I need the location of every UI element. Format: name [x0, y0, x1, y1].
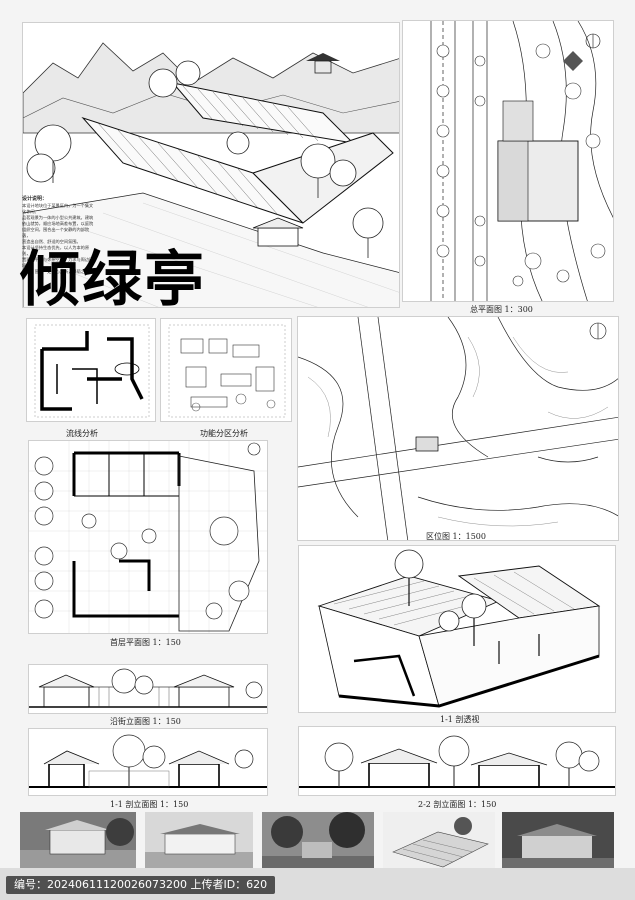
section-2-2-drawing [298, 726, 616, 796]
design-notes-line: 品茗观景为一体的小型公共建筑。建筑 [22, 215, 94, 220]
circulation-caption: 流线分析 [66, 429, 98, 438]
design-notes-line: 本设计坚持生态优先，以人为本的原则，设 [22, 245, 90, 256]
model-photo-5 [502, 812, 614, 870]
circulation-analysis-drawing [26, 318, 156, 422]
site-plan-caption-label: 总平面图 1：300 [470, 305, 533, 314]
section-perspective-sketch [299, 546, 615, 712]
design-notes-line: 协调，营造一处倾心之所，绿荫之所。 [22, 269, 94, 274]
location-caption: 区位图 1：1500 [426, 532, 486, 541]
function-caption: 功能分区分析 [200, 429, 248, 438]
ground-floor-caption: 首层平面图 1：150 [110, 638, 181, 647]
model-photo-4 [383, 812, 495, 870]
site-plan-drawing [402, 20, 614, 302]
section-1-1-caption: 1-1 剖立面图 1：150 [110, 800, 189, 809]
model-photo-3 [262, 812, 374, 870]
aerial-perspective-drawing [22, 22, 400, 308]
design-notes-heading: 设计说明： [22, 196, 48, 202]
design-notes-line: 组织空间，围合出一个安静的内部院落， [22, 227, 90, 238]
ground-floor-plan-drawing [28, 440, 268, 634]
design-notes-line: 置观景平台与休憩空间，力求与周边环境相 [22, 257, 94, 268]
location-plan-sketch [298, 317, 618, 540]
street-elevation-sketch [29, 665, 267, 713]
design-notes-line: 本设计地块位于某景区内，为一个集文化休闲、 [22, 203, 94, 214]
section-perspective-caption: 1-1 剖透视 [440, 715, 480, 724]
ground-floor-plan-sketch [29, 441, 267, 633]
design-notes-line: 依山就势，顺应场地高差布置，以庭院 [22, 221, 94, 226]
section-1-1-drawing [28, 728, 268, 796]
street-elevation-drawing [28, 664, 268, 714]
section-perspective-drawing [298, 545, 616, 713]
design-notes-line: 营造出自然、舒适的空间氛围。 [22, 239, 81, 244]
footer-id-label: 编号：20240611120026073200 上传者ID：620 [6, 876, 276, 894]
design-notes: 设计说明： 本设计地块位于某景区内，为一个集文化休闲、 品茗观景为一体的小型公共… [22, 196, 97, 275]
function-diagram [161, 319, 291, 421]
section-2-2-caption: 2-2 剖立面图 1：150 [418, 800, 497, 809]
street-elevation-caption: 沿街立面图 1：150 [110, 717, 181, 726]
project-title: 倾绿亭 [20, 245, 206, 315]
section-2-2-sketch [299, 727, 615, 795]
location-plan-drawing [297, 316, 619, 541]
circulation-diagram [27, 319, 155, 421]
model-photo-1 [20, 812, 136, 870]
section-1-1-sketch [29, 729, 267, 795]
model-photo-2 [145, 812, 253, 870]
function-analysis-drawing [160, 318, 292, 422]
aerial-perspective-sketch [23, 23, 399, 307]
site-plan-sketch [403, 21, 613, 301]
